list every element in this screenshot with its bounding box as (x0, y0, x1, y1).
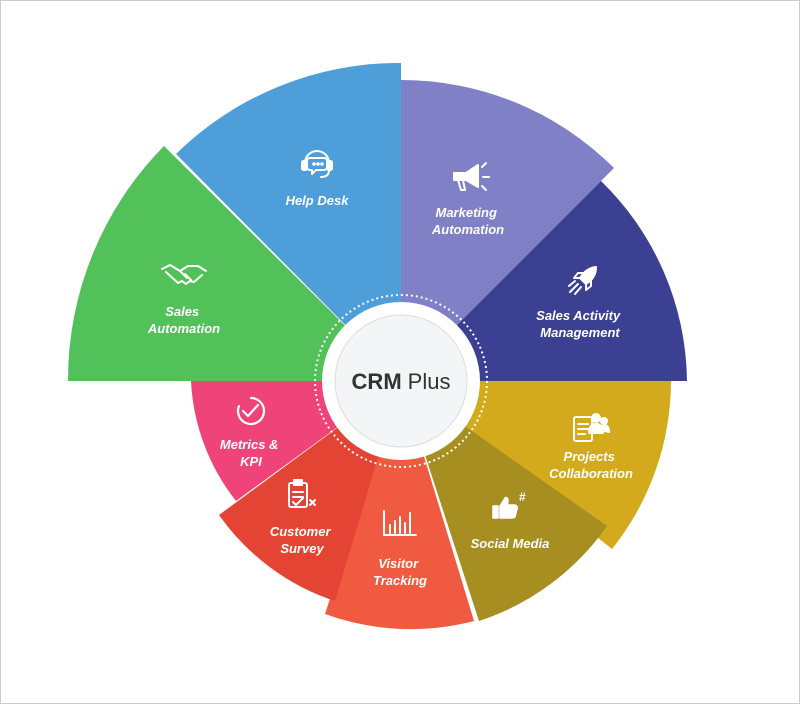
bar-chart-icon (383, 510, 417, 536)
segment-help-desk-line-1: Help Desk (286, 193, 350, 208)
segment-social-media[interactable]: # Social Media (401, 381, 607, 621)
team-clipboard-icon (573, 413, 610, 442)
svg-text:Sales Activity Managemen: Sales Activity Management (536, 308, 624, 340)
segment-sales-activity-management-line-1: Sales Activity (536, 308, 621, 323)
svg-text:Projects Collaboration: Projects Collaboration (549, 449, 633, 481)
handshake-icon (161, 264, 207, 285)
segment-projects-collaboration[interactable]: Projects Collaboration (401, 381, 671, 549)
segment-sales-automation-line-2: Automation (147, 321, 220, 336)
svg-text:Customer Survey: Customer Survey (270, 524, 334, 556)
segment-sales-automation-line-1: Sales (165, 304, 199, 319)
hub-title-bold: CRM (352, 369, 402, 394)
segment-visitor-tracking-line-1: Visitor (378, 556, 419, 571)
segment-help-desk-wedge (176, 62, 401, 382)
gauge-chart-icon (236, 396, 266, 426)
survey-clipboard-icon (288, 479, 316, 508)
segment-customer-survey-line-1: Customer (270, 524, 332, 539)
rocket-icon (568, 266, 597, 295)
segment-marketing-automation-line-2: Automation (431, 222, 504, 237)
segment-sales-activity-management[interactable]: Sales Activity Management (401, 181, 687, 381)
hub-dotted-ring (314, 294, 488, 468)
segment-help-desk[interactable]: Help Desk (176, 62, 401, 382)
thumbs-up-hashtag-icon: # (492, 490, 526, 519)
headset-chat-icon (301, 150, 333, 178)
svg-text:Marketing Automation: Marketing Automation (431, 205, 504, 237)
segment-visitor-tracking-line-2: Tracking (373, 573, 427, 588)
segment-projects-collaboration-line-1: Projects (564, 449, 615, 464)
segment-marketing-automation-line-1: Marketing (435, 205, 496, 220)
segment-visitor-tracking-wedge (325, 381, 474, 630)
hub-inner-disc (334, 314, 468, 448)
segment-sales-automation-wedge (67, 146, 401, 381)
segment-social-media-line-1: Social Media (471, 536, 550, 551)
hub-title-regular: Plus (408, 369, 451, 394)
svg-text:Help Desk: Help Desk (286, 193, 350, 208)
svg-text:Sales Automation: Sales Automation (147, 304, 220, 336)
segment-visitor-tracking[interactable]: Visitor Tracking (325, 381, 474, 630)
svg-text:#: # (519, 490, 526, 504)
segment-projects-collaboration-line-2: Collaboration (549, 466, 633, 481)
segment-marketing-automation[interactable]: Marketing Automation (401, 79, 614, 382)
megaphone-icon (453, 162, 490, 191)
svg-text:Social Media: Social Media (471, 536, 550, 551)
segment-sales-automation[interactable]: Sales Automation (67, 146, 401, 381)
segment-marketing-automation-wedge (401, 79, 614, 382)
segment-metrics-kpi-line-2: KPI (240, 454, 262, 469)
segment-metrics-kpi-line-1: Metrics & (220, 437, 279, 452)
segment-sales-activity-management-line-2: Management (540, 325, 620, 340)
segment-customer-survey-line-2: Survey (280, 541, 324, 556)
segment-sales-activity-management-wedge (401, 181, 687, 381)
svg-text:Metrics & KPI: Metrics & KPI (220, 437, 282, 469)
svg-text:Visitor Tracking: Visitor Tracking (373, 556, 427, 588)
